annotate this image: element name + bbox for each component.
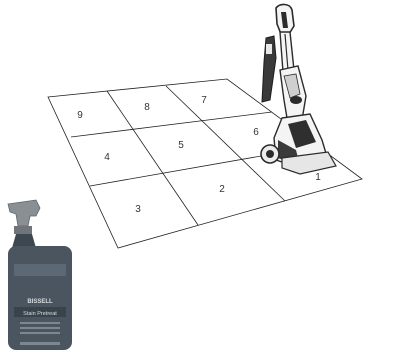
carpet-cleaner-illustration [261, 4, 336, 174]
bottle-brand: BISSELL [27, 299, 53, 305]
section-label-9: 9 [77, 110, 83, 121]
stain-pretreat-bottle: BISSELL Stain Pretreat [8, 200, 72, 350]
grid-line [71, 112, 272, 137]
section-label-8: 8 [144, 102, 150, 113]
section-label-7: 7 [201, 95, 207, 106]
section-label-3: 3 [135, 204, 141, 215]
section-label-2: 2 [219, 184, 225, 195]
spray-trigger [8, 200, 40, 226]
section-label-4: 4 [104, 152, 110, 163]
section-label-6: 6 [253, 127, 259, 138]
grid-line [107, 91, 198, 225]
section-label-1: 1 [315, 172, 321, 183]
bottle-product-name: Stain Pretreat [23, 311, 57, 317]
section-label-5: 5 [178, 140, 184, 151]
grid-line [166, 86, 285, 201]
bottle-body [8, 246, 72, 350]
